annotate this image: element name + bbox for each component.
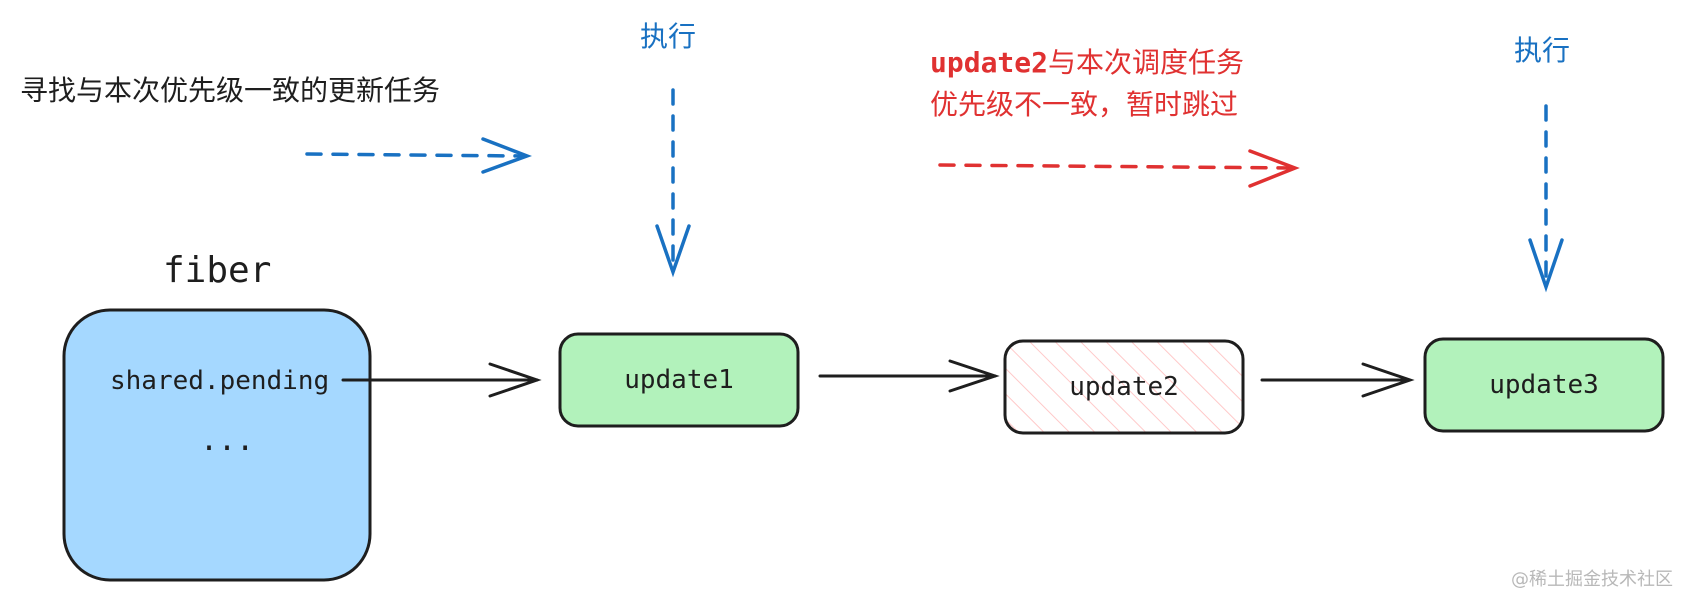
update-label: update2 <box>1069 372 1179 402</box>
fiber-title: fiber <box>163 250 271 291</box>
watermark: @稀土掘金技术社区 <box>1511 569 1673 590</box>
fiber-node <box>62 308 372 582</box>
link-arrow <box>341 362 542 398</box>
execute-arrow <box>1528 104 1564 293</box>
execute-label: 执行 <box>1514 34 1570 67</box>
skip-note-line2: 优先级不一致，暂时跳过 <box>930 88 1238 121</box>
update-label: update3 <box>1489 370 1599 400</box>
update-node <box>1423 337 1665 433</box>
skip-direction-arrow <box>938 149 1300 188</box>
skip-note-line1: update2与本次调度任务 <box>930 46 1244 79</box>
skip-note-update-ref: update2 <box>930 46 1048 79</box>
fiber-more-fields: ... <box>200 423 254 458</box>
update-label: update1 <box>624 365 734 395</box>
skip-note-line1-text: 与本次调度任务 <box>1048 46 1244 79</box>
link-arrow <box>818 359 1000 393</box>
search-direction-arrow <box>305 137 532 174</box>
search-instruction: 寻找与本次优先级一致的更新任务 <box>20 74 440 107</box>
update-node <box>558 332 800 428</box>
execute-arrow <box>655 88 691 278</box>
link-arrow <box>1260 362 1415 398</box>
update-node-skipped <box>1003 339 1245 435</box>
execute-label: 执行 <box>640 20 696 53</box>
fiber-field-shared-pending: shared.pending <box>110 366 329 396</box>
